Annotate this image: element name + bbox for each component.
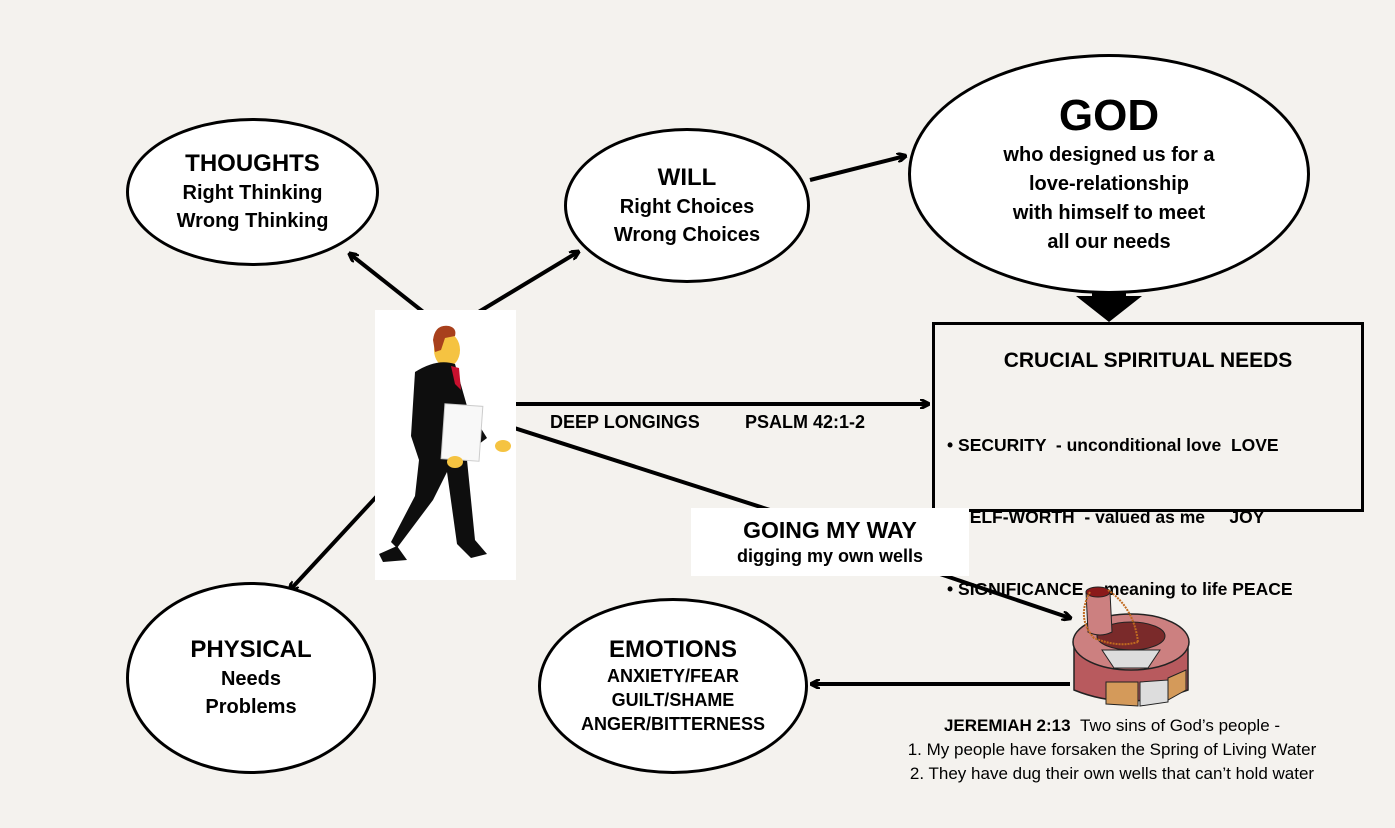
will-title: WILL — [657, 163, 717, 191]
will-node: WILL Right Choices Wrong Choices — [564, 128, 810, 283]
needs-title: CRUCIAL SPIRITUAL NEEDS — [1003, 349, 1293, 372]
emotions-line: ANGER/BITTERNESS — [580, 714, 766, 734]
god-line: love-relationship — [1028, 173, 1190, 195]
emotions-line: GUILT/SHAME — [611, 690, 735, 710]
will-line: Right Choices — [619, 195, 755, 218]
psalm-reference: PSALM 42:1-2 — [745, 412, 866, 432]
god-line: with himself to meet — [1012, 202, 1206, 224]
deep-longings-label: DEEP LONGINGS — [550, 412, 700, 432]
thoughts-title: THOUGHTS — [185, 150, 320, 177]
physical-line: Problems — [205, 696, 297, 718]
needs-list: • SECURITY - unconditional love LOVE • S… — [947, 385, 1293, 649]
spiritual-needs-box: CRUCIAL SPIRITUAL NEEDS • SECURITY - unc… — [932, 322, 1364, 599]
emotions-node: EMOTIONS ANXIETY/FEAR GUILT/SHAME ANGER/… — [538, 598, 808, 774]
need-item: • SECURITY - unconditional love LOVE — [947, 435, 1279, 455]
physical-line: Needs — [220, 668, 282, 690]
need-item: • SIGNIFICANCE - meaning to life PEACE — [947, 579, 1293, 599]
emotions-title: EMOTIONS — [608, 636, 737, 663]
verse-heading: JEREMIAH 2:13 Two sins of God’s people - — [943, 716, 1281, 735]
broken-well-icon — [1072, 586, 1190, 707]
god-line: who designed us for a — [1003, 144, 1215, 166]
arrow-will-to-god — [809, 156, 905, 182]
going-my-way-box: GOING MY WAY digging my own wells — [691, 508, 969, 576]
thoughts-node: THOUGHTS Right Thinking Wrong Thinking — [126, 118, 379, 266]
thoughts-line: Wrong Thinking — [176, 210, 329, 232]
arrow-to-well — [939, 572, 1070, 618]
god-node: GOD who designed us for a love-relations… — [908, 54, 1310, 294]
emotions-line: ANXIETY/FEAR — [606, 666, 739, 686]
walking-businessman-icon — [379, 325, 511, 562]
thoughts-line: Right Thinking — [182, 182, 323, 204]
person-figure — [375, 310, 516, 580]
god-to-needs-arrow-icon — [1076, 286, 1142, 322]
physical-node: PHYSICAL Needs Problems — [126, 582, 376, 774]
going-subtitle: digging my own wells — [736, 546, 923, 566]
jeremiah-verse: JEREMIAH 2:13 Two sins of God’s people -… — [862, 714, 1362, 786]
going-title: GOING MY WAY — [743, 517, 917, 543]
god-line: all our needs — [1047, 231, 1171, 253]
verse-line: 1. My people have forsaken the Spring of… — [907, 740, 1317, 759]
god-title: GOD — [1058, 91, 1160, 140]
physical-title: PHYSICAL — [190, 636, 312, 663]
will-line: Wrong Choices — [613, 223, 761, 246]
verse-line: 2. They have dug their own wells that ca… — [909, 764, 1315, 783]
need-item: • SELF-WORTH - valued as me JOY — [947, 507, 1265, 527]
